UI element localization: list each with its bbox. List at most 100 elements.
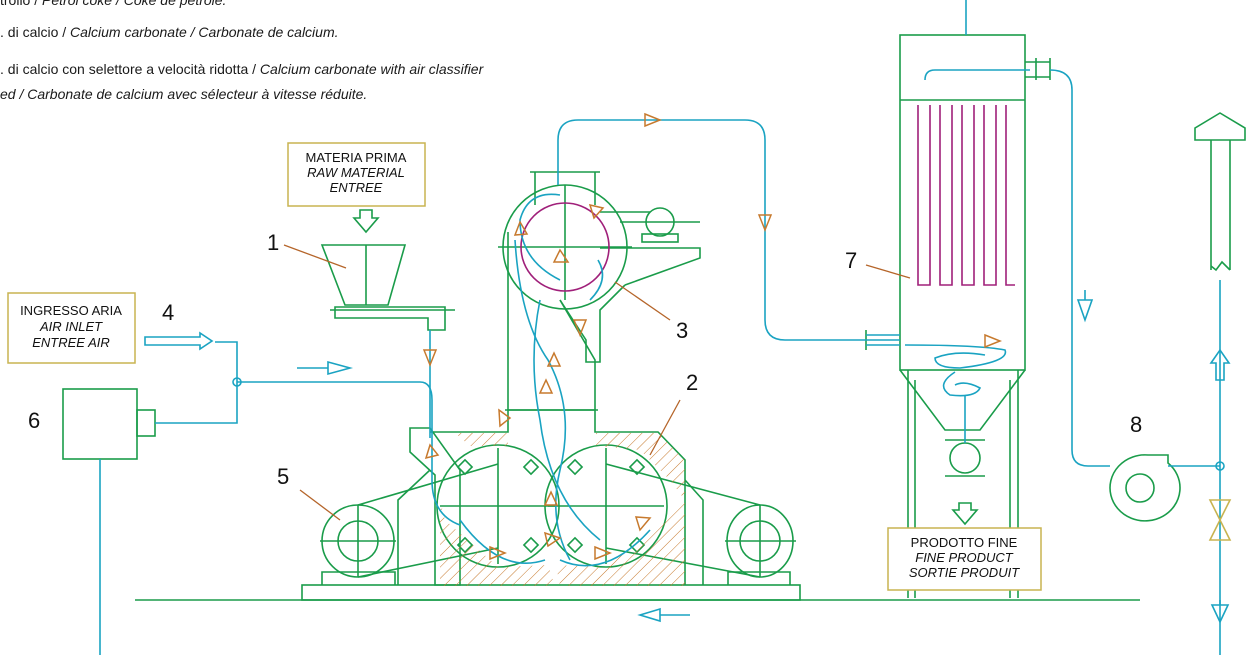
legend-line-3-head: . di calcio con selettore a velocità rid… [0, 61, 260, 77]
fine-product-box: PRODOTTO FINE FINE PRODUCT SORTIE PRODUI… [887, 527, 1042, 591]
fan-6-box [62, 388, 138, 460]
leader-2 [649, 399, 681, 456]
left-rotor-hammer-4 [522, 536, 540, 554]
mill-recirc-left [514, 239, 571, 561]
classifier-motor-bracket [600, 247, 701, 286]
raw-material-label-fr: ENTREE [330, 180, 383, 195]
mill-inner-flow-left [459, 519, 546, 564]
fine-product-label-fr: SORTIE PRODUIT [909, 565, 1020, 580]
leader-7 [865, 264, 911, 279]
fan-6-nozzle [136, 409, 156, 437]
classifier-outlet-stack [530, 171, 600, 205]
legend-line-1-head: trolio / [0, 0, 43, 8]
flow-arrow-duct-side [498, 408, 512, 428]
mill-inner-flow-right [559, 529, 651, 567]
filter-top-outlet [924, 69, 1030, 81]
material-flow-arrows [422, 112, 1003, 561]
filter-bag-1 [917, 105, 931, 286]
green-io-arrows [352, 209, 979, 526]
filter-swirl-bottom [942, 371, 982, 397]
classifier-inner-loop [519, 193, 561, 281]
flow-arrow-duct-down [757, 214, 773, 233]
flow-arrow-chute [424, 443, 440, 460]
legend-line-2: . di calcio / Calcium carbonate / Carbon… [0, 24, 339, 40]
raw-material-label-it: MATERIA PRIMA [306, 150, 407, 165]
stack-valve [1208, 499, 1232, 541]
filter-inlet-pipe [866, 334, 900, 346]
air-junction-dot [232, 377, 242, 387]
flow-arrow-classifier-cone [572, 319, 588, 338]
stack-break [1210, 260, 1231, 272]
left-rotor-hammer-1 [456, 458, 474, 476]
flow-arrow-classifier-up [513, 220, 529, 236]
flow-arrow-duct-up-2 [546, 351, 562, 367]
fine-product-label-en: FINE PRODUCT [915, 550, 1014, 565]
callout-7: 7 [845, 248, 857, 273]
stack-junction-dot [1215, 461, 1225, 471]
legend-line-1: trolio / Petrol coke / Coke de pétrole. [0, 0, 226, 8]
flow-arrow-feed-drop [422, 349, 438, 368]
flow-arrow-duct-top [644, 112, 663, 128]
legend-line-4-text: ed / Carbonate de calcium avec sélecteur… [0, 86, 368, 102]
leader-1 [283, 244, 347, 269]
air-flow-lines [99, 0, 1231, 655]
component-numbers: 1 2 3 4 5 6 7 8 [28, 230, 1142, 489]
classifier-cone [559, 284, 626, 363]
left-rotor-hammer-2 [522, 458, 540, 476]
filter-bag-5 [1005, 105, 1015, 286]
screw-feeder [334, 306, 446, 331]
flow-arrow-mill-right [634, 516, 652, 532]
legend-line-2-head: . di calcio / [0, 24, 71, 40]
filter-swirl-top [904, 344, 1007, 369]
flow-arrow-classifier-rotor [588, 203, 605, 220]
flow-arrow-duct-up-1 [538, 378, 554, 394]
air-inlet-box: INGRESSO ARIA AIR INLET ENTREE AIR [7, 292, 136, 364]
classifier-rotor [520, 202, 610, 292]
air-flow-arrow-right [297, 360, 354, 376]
filter-hopper [899, 369, 1026, 431]
air-inlet-label-en: AIR INLET [39, 319, 103, 334]
stack-up-arrow [1209, 348, 1231, 381]
legend-line-4: ed / Carbonate de calcium avec sélecteur… [0, 86, 367, 102]
right-motor-stand [727, 571, 791, 585]
raw-material-down-arrow [352, 209, 380, 234]
leader-3 [614, 281, 671, 321]
classifier-motor-base [641, 233, 679, 243]
air-inlet-line-from-fan6 [155, 341, 238, 424]
mill-base-plate [301, 584, 801, 601]
mill-right-frame [684, 479, 704, 585]
flow-arrow-mill-bottom-left [489, 545, 508, 561]
classifier-and-bags [520, 105, 1015, 292]
mill-hatched-body [432, 433, 685, 586]
flow-arrow-mill-bottom-right [594, 545, 613, 561]
raw-material-label-en: RAW MATERIAL [307, 165, 405, 180]
raw-material-hopper [320, 244, 407, 306]
callout-1: 1 [267, 230, 279, 255]
air-inlet-label-fr: ENTREE AIR [32, 335, 110, 350]
fan-8-housing [1109, 454, 1181, 522]
callout-3: 3 [676, 318, 688, 343]
fine-product-label-it: PRODOTTO FINE [911, 535, 1018, 550]
legend-line-3-tail: Calcium carbonate with air classifier [259, 61, 484, 77]
air-feed-line [237, 381, 461, 526]
air-inlet-label-it: INGRESSO ARIA [20, 303, 122, 318]
raw-material-box: MATERIA PRIMA RAW MATERIAL ENTREE [287, 142, 426, 207]
flow-arrow-mill-up [543, 490, 559, 506]
air-inlet-arrow [144, 331, 214, 351]
leader-5 [299, 489, 341, 521]
flow-arrow-classifier-center [552, 248, 570, 263]
legend-line-3: . di calcio con selettore a velocità rid… [0, 61, 483, 77]
filter-housing [899, 34, 1026, 371]
rotary-valve [949, 442, 981, 474]
legend-line-2-tail: Calcium carbonate / Carbonate de calcium… [70, 24, 339, 40]
filter-side-down-arrow [1076, 290, 1094, 323]
flow-arrow-mill-center [543, 531, 562, 548]
callout-8: 8 [1130, 412, 1142, 437]
callout-5: 5 [277, 464, 289, 489]
right-rotor-hammer-1 [566, 458, 584, 476]
stack-down-arrow [1210, 600, 1230, 624]
right-rotor-hammer-3 [566, 536, 584, 554]
mill-casing-top [430, 409, 686, 585]
classifier-return [589, 259, 604, 301]
